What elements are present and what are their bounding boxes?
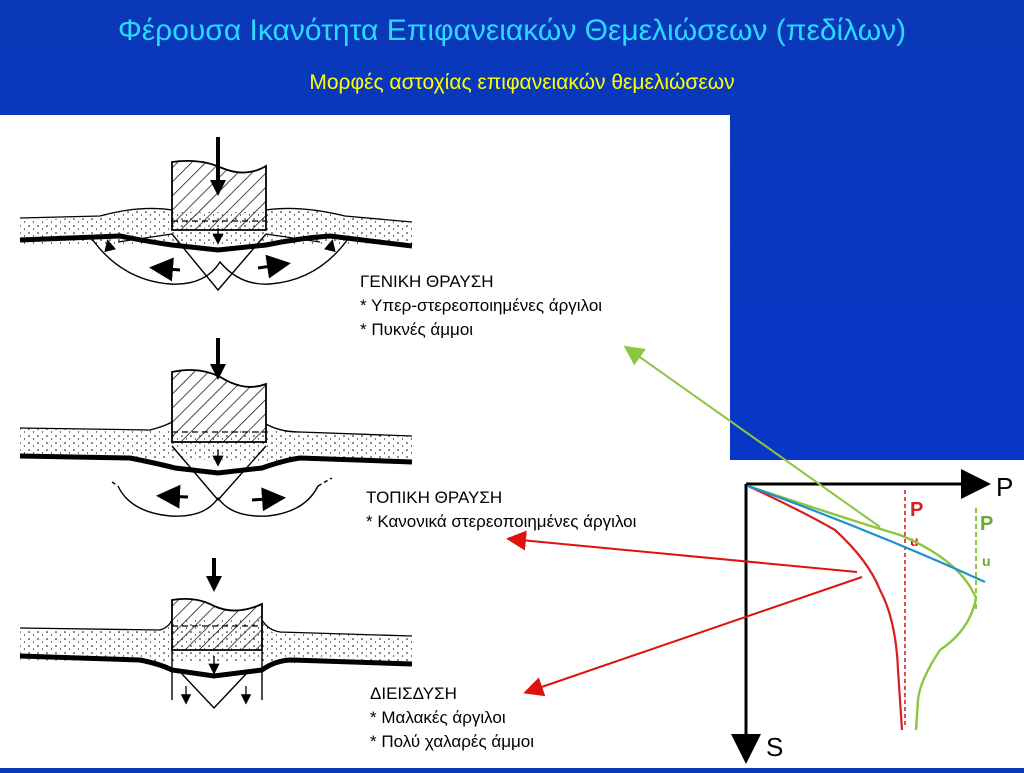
diagram-panel: ΓΕΝΙΚΗ ΘΡΑΥΣΗ * Υπερ-στερεοποιημένες άργ… bbox=[0, 115, 730, 768]
general-shear-curve bbox=[747, 484, 978, 731]
pu-green-label: P bbox=[980, 513, 993, 535]
pu-green-subscript: u bbox=[982, 553, 991, 569]
red-connector-arrow-local bbox=[506, 530, 858, 573]
red-connector-arrow-punching bbox=[523, 576, 863, 697]
punching-shear-soil-2: * Πολύ χαλαρές άμμοι bbox=[370, 732, 535, 751]
punching-shear-soil-1: * Μαλακές άργιλοι bbox=[370, 708, 506, 727]
punching-shear-heading: ΔΙΕΙΣΔΥΣΗ bbox=[370, 684, 457, 703]
general-shear-diagram bbox=[19, 137, 413, 292]
pu-red-label: P bbox=[910, 499, 923, 521]
p-axis-label: P bbox=[996, 472, 1013, 502]
local-shear-soil-1: * Κανονικά στερεοποιημένες άργιλοι bbox=[366, 512, 637, 531]
green-connector-arrow bbox=[623, 345, 881, 528]
local-shear-heading: ΤΟΠΙΚΗ ΘΡΑΥΣΗ bbox=[366, 488, 503, 507]
punching-shear-label: ΔΙΕΙΣΔΥΣΗ * Μαλακές άργιλοι * Πολύ χαλαρ… bbox=[370, 682, 534, 754]
s-axis-label: S bbox=[766, 732, 783, 762]
general-shear-label: ΓΕΝΙΚΗ ΘΡΑΥΣΗ * Υπερ-στερεοποιημένες άργ… bbox=[360, 270, 602, 342]
local-shear-diagram bbox=[19, 338, 413, 517]
general-shear-soil-1: * Υπερ-στερεοποιημένες άργιλοι bbox=[360, 296, 603, 315]
punching-shear-diagram bbox=[19, 558, 413, 710]
local-shear-curve bbox=[747, 485, 904, 731]
punching-curve bbox=[747, 484, 986, 584]
general-shear-soil-2: * Πυκνές άμμοι bbox=[360, 320, 474, 339]
general-shear-heading: ΓΕΝΙΚΗ ΘΡΑΥΣΗ bbox=[360, 272, 494, 291]
local-shear-label: ΤΟΠΙΚΗ ΘΡΑΥΣΗ * Κανονικά στερεοποιημένες… bbox=[366, 486, 636, 534]
slide-subtitle: Μορφές αστοχίας επιφανειακών θεμελιώσεων bbox=[309, 71, 735, 94]
failure-mode-diagrams bbox=[19, 137, 413, 710]
slide-title: Φέρουσα Ικανότητα Επιφανειακών Θεμελιώσε… bbox=[117, 14, 907, 47]
